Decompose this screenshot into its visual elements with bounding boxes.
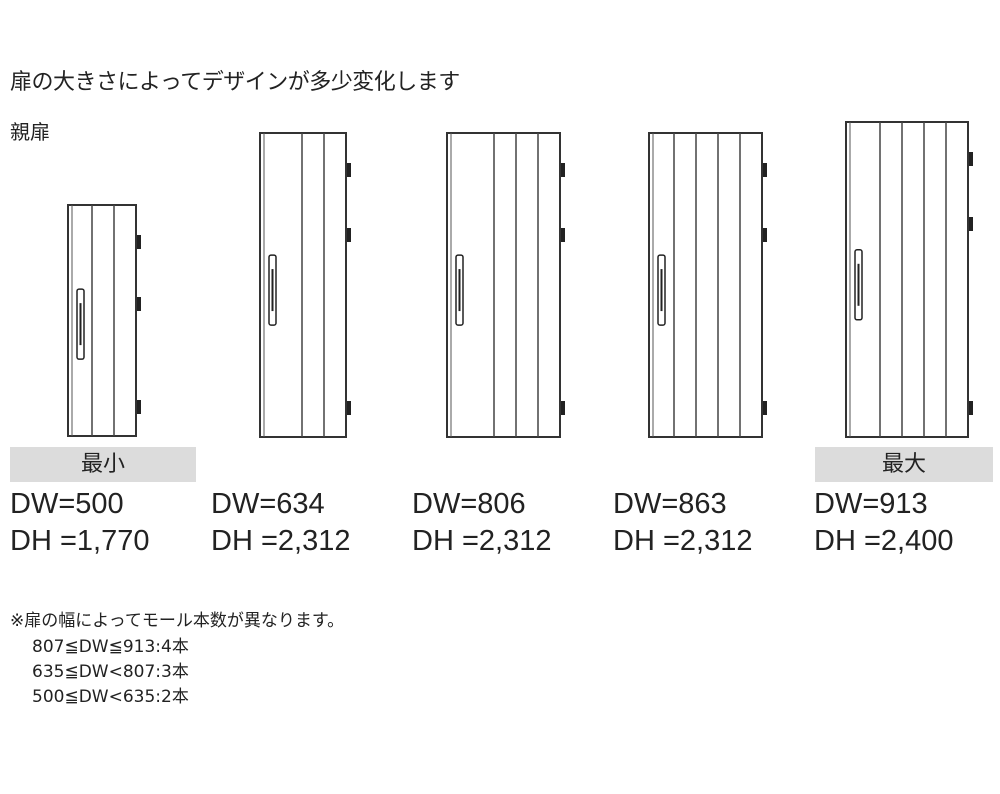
hinge-icon xyxy=(137,400,141,414)
hinge-icon xyxy=(347,401,351,415)
max-tag: 最大 xyxy=(815,447,993,482)
note-heading: ※扉の幅によってモール本数が異なります。 xyxy=(10,611,345,631)
hinge-icon xyxy=(763,163,767,177)
note-rule: 635≦DW<807:3本 xyxy=(32,662,189,682)
door-height: DH =2,400 xyxy=(814,525,954,557)
subtitle: 親扉 xyxy=(10,120,50,144)
diagram-title: 扉の大きさによってデザインが多少変化します xyxy=(10,70,460,95)
hinge-icon xyxy=(561,401,565,415)
door-height: DH =2,312 xyxy=(613,525,753,557)
door-height: DH =2,312 xyxy=(412,525,552,557)
door-outline xyxy=(648,132,763,438)
door-height: DH =2,312 xyxy=(211,525,351,557)
hinge-icon xyxy=(137,297,141,311)
hinge-icon xyxy=(763,401,767,415)
hinge-icon xyxy=(969,152,973,166)
door-height: DH =1,770 xyxy=(10,525,150,557)
door-width: DW=500 xyxy=(10,488,124,520)
hinge-icon xyxy=(763,228,767,242)
door-width: DW=806 xyxy=(412,488,526,520)
door-width: DW=634 xyxy=(211,488,325,520)
door-width: DW=863 xyxy=(613,488,727,520)
min-tag: 最小 xyxy=(10,447,196,482)
door-outline xyxy=(845,121,969,438)
note-rule: 500≦DW<635:2本 xyxy=(32,687,189,707)
hinge-icon xyxy=(347,228,351,242)
hinge-icon xyxy=(347,163,351,177)
hinge-icon xyxy=(561,163,565,177)
door-outline xyxy=(446,132,561,438)
hinge-icon xyxy=(969,401,973,415)
hinge-icon xyxy=(137,235,141,249)
door-width: DW=913 xyxy=(814,488,928,520)
note-rule: 807≦DW≦913:4本 xyxy=(32,637,189,657)
hinge-icon xyxy=(969,217,973,231)
hinge-icon xyxy=(561,228,565,242)
